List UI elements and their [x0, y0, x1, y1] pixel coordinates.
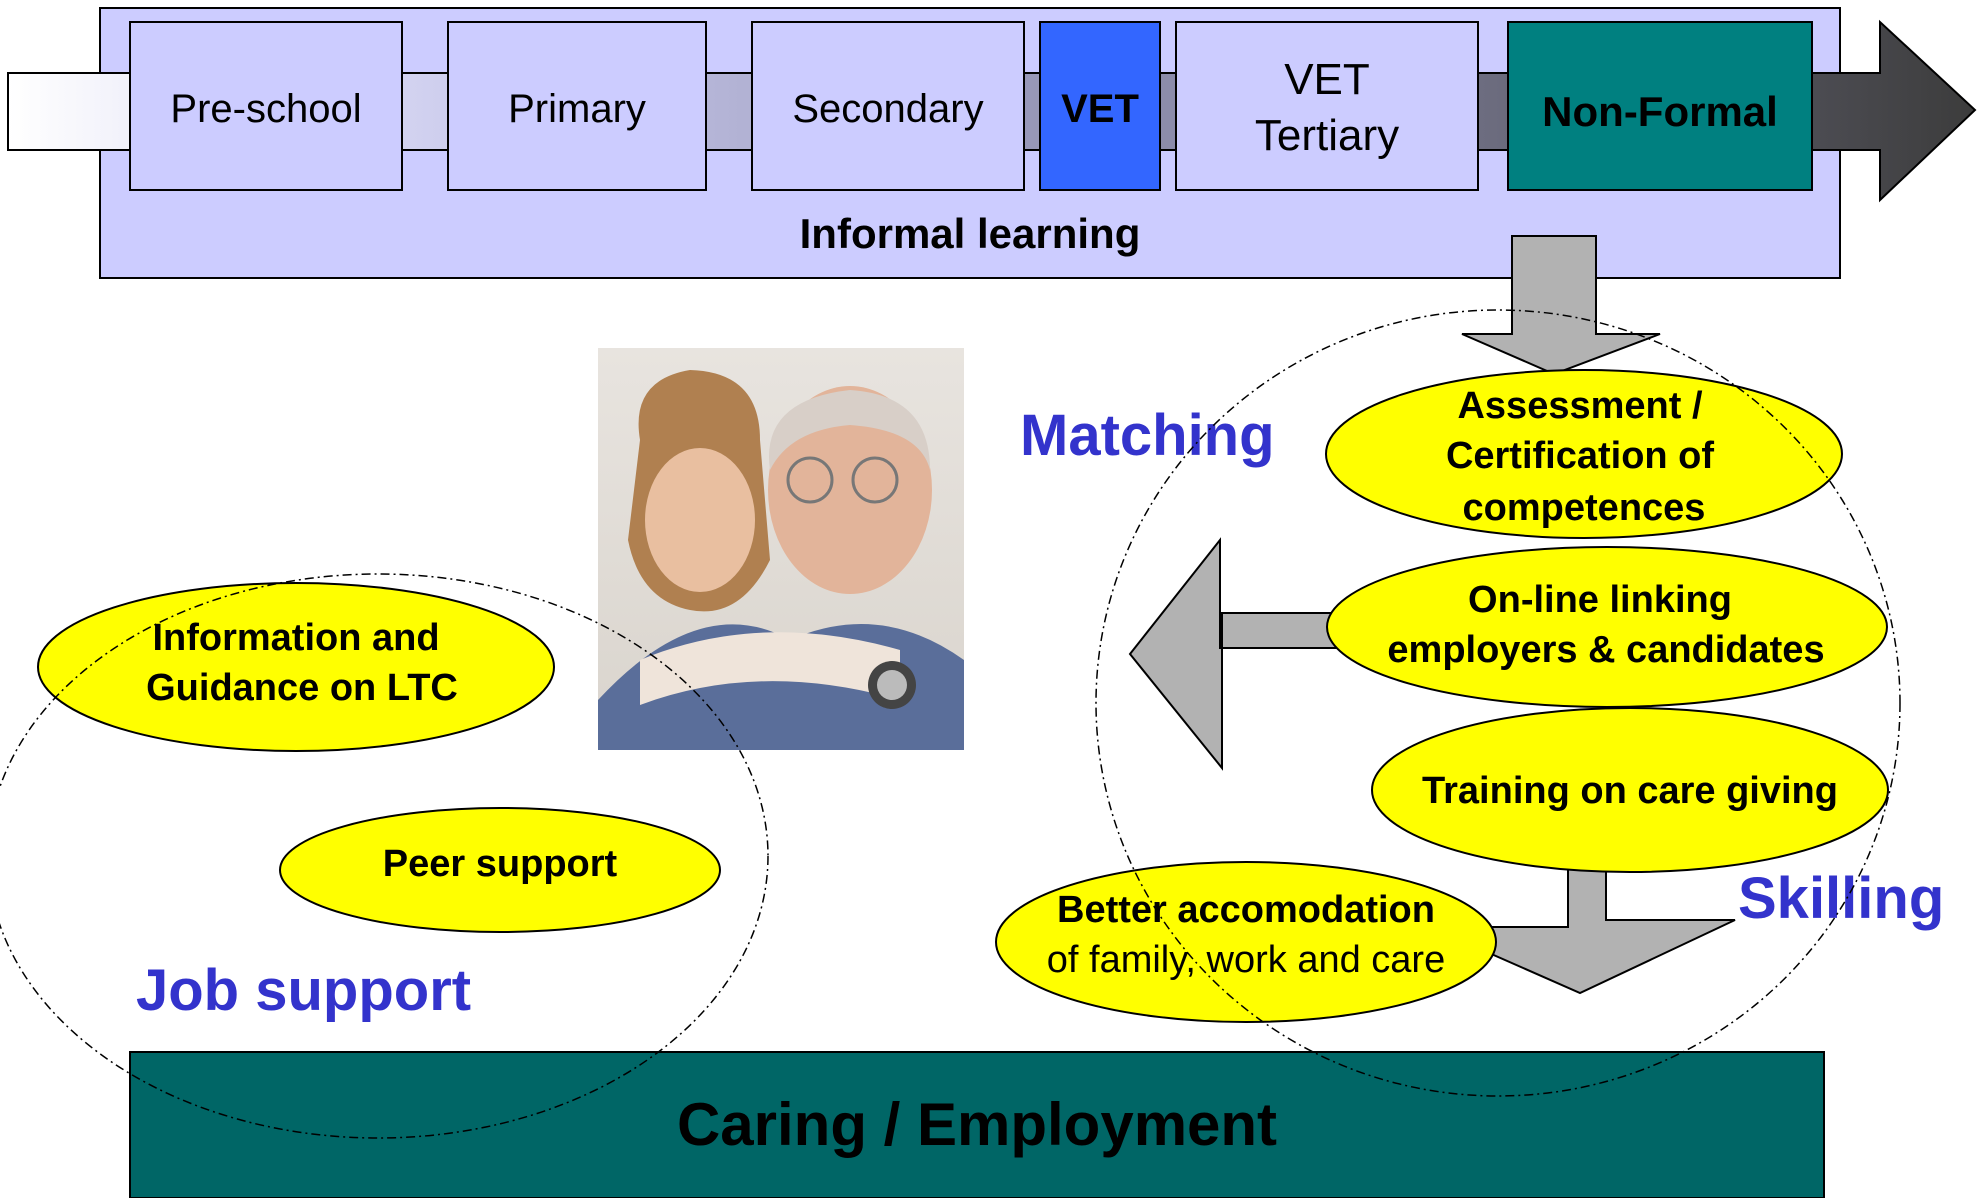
ellipse-peer-support: Peer support: [279, 807, 721, 933]
ellipse-assessment: Assessment / Certification of competence…: [1325, 369, 1843, 539]
skilling-circle: [1095, 309, 1901, 1097]
ellipse-training: Training on care giving: [1371, 707, 1889, 873]
information-guidance-line2: Guidance on LTC: [146, 667, 458, 709]
online-linking-line1: On-line linking: [1468, 579, 1732, 621]
assessment-line2: Certification of: [1446, 435, 1714, 477]
matching-label: Matching: [1020, 403, 1275, 468]
information-guidance-line1: Information and: [152, 617, 439, 659]
stage-vet-tertiary-line2: Tertiary: [1255, 111, 1399, 160]
stage-primary: Primary: [447, 21, 707, 191]
skilling-label: Skilling: [1738, 866, 1944, 931]
stage-vet-label: VET: [1061, 87, 1139, 131]
caring-employment-bar: Caring / Employment: [129, 1051, 1825, 1198]
assessment-line1: Assessment /: [1457, 385, 1702, 427]
stage-secondary-label: Secondary: [792, 87, 983, 131]
stage-vet-tertiary: VET Tertiary: [1175, 21, 1479, 191]
stage-vet-tertiary-line1: VET: [1284, 55, 1370, 104]
education-pathway: Pre-school Primary Secondary VET VET Ter…: [7, 7, 1977, 279]
down-arrow-top: [1461, 235, 1661, 376]
ellipse-information-guidance: Information and Guidance on LTC: [37, 582, 555, 752]
training-label: Training on care giving: [1422, 770, 1838, 812]
better-accommodation-line2: of family, work and care: [1047, 939, 1445, 981]
stage-preschool: Pre-school: [129, 21, 403, 191]
stage-primary-label: Primary: [508, 87, 646, 131]
ellipse-better-accommodation: Better accomodation of family, work and …: [995, 861, 1497, 1023]
job-support-label: Job support: [136, 958, 471, 1023]
stage-nonformal: Non-Formal: [1507, 21, 1813, 191]
stage-nonformal-label: Non-Formal: [1542, 88, 1778, 135]
stage-secondary: Secondary: [751, 21, 1025, 191]
caregiver-photo: [598, 348, 964, 750]
online-linking-line2: employers & candidates: [1387, 629, 1824, 671]
stage-preschool-label: Pre-school: [170, 87, 361, 131]
ellipse-online-linking: On-line linking employers & candidates: [1326, 546, 1888, 708]
left-arrow: [1128, 537, 1376, 771]
down-arrow-bottom: [1429, 864, 1736, 995]
better-accommodation-line1: Better accomodation: [1057, 889, 1435, 931]
job-support-circle: [0, 573, 769, 1139]
caring-employment-label: Caring / Employment: [677, 1091, 1277, 1158]
informal-learning-label: Informal learning: [800, 210, 1141, 257]
assessment-line3: competences: [1463, 487, 1706, 529]
peer-support-label: Peer support: [383, 843, 618, 885]
stage-vet: VET: [1039, 21, 1161, 191]
